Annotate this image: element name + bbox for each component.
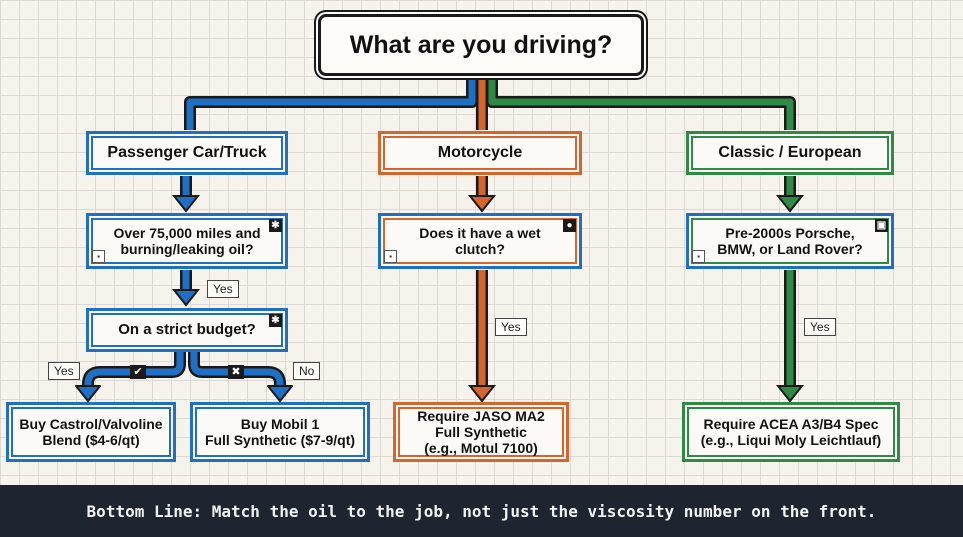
- question-clutch-text: Does it have a wet clutch?: [419, 225, 540, 257]
- connector-title-to-classic: [486, 76, 796, 130]
- page-title: What are you driving?: [349, 30, 613, 59]
- flowchart-connectors: [75, 76, 805, 403]
- question-mileage-box: Over 75,000 miles and burning/leaking oi…: [86, 213, 288, 269]
- engine-icon: ▣: [875, 219, 888, 232]
- category-motorcycle-label: Motorcycle: [437, 143, 523, 161]
- droplet-icon: ●: [563, 219, 576, 232]
- arrow-classic-to-euro: [775, 176, 805, 213]
- pin-icon: ▪: [384, 250, 397, 263]
- question-euro-line2: BMW, or Land Rover?: [717, 241, 863, 257]
- arrow-mileage-to-budget: [171, 270, 201, 307]
- question-euro-line1: Pre-2000s Porsche,: [725, 224, 855, 241]
- result-acea-text: Require ACEA A3/B4 Spec (e.g., Liqui Mol…: [701, 416, 881, 448]
- question-mileage-line1: Over 75,000 miles and: [113, 224, 261, 241]
- question-euro-text: Pre-2000s Porsche, BMW, or Land Rover?: [717, 225, 862, 257]
- category-passenger-label: Passenger Car/Truck: [107, 143, 267, 161]
- pin-icon: ▪: [92, 250, 105, 263]
- result-jaso-box: Require JASO MA2 Full Synthetic (e.g., M…: [393, 402, 569, 462]
- connector-title-to-passenger: [184, 76, 478, 130]
- x-icon: ✖: [228, 365, 244, 379]
- label-yes-clutch: Yes: [495, 318, 527, 336]
- result-jaso-line3: (e.g., Motul 7100): [424, 440, 538, 457]
- result-blend-line1: Buy Castrol/Valvoline: [19, 415, 163, 432]
- label-no-budget: No: [293, 362, 321, 380]
- label-yes-budget: Yes: [48, 362, 80, 380]
- result-jaso-line2: Full Synthetic: [435, 423, 527, 440]
- result-synthetic-line1: Buy Mobil 1: [240, 415, 320, 432]
- question-budget-box: On a strict budget? ✱: [86, 308, 288, 352]
- result-acea-line1: Require ACEA A3/B4 Spec: [703, 415, 879, 432]
- question-budget-text: On a strict budget?: [118, 321, 256, 339]
- label-yes-euro: Yes: [804, 318, 836, 336]
- label-yes-mileage: Yes: [207, 280, 239, 298]
- result-jaso-line1: Require JASO MA2: [417, 407, 545, 424]
- question-mileage-line2: burning/leaking oil?: [120, 241, 254, 257]
- result-blend-text: Buy Castrol/Valvoline Blend ($4-6/qt): [19, 416, 162, 448]
- bottom-line-text: Bottom Line: Match the oil to the job, n…: [86, 501, 877, 521]
- result-acea-box: Require ACEA A3/B4 Spec (e.g., Liqui Mol…: [682, 402, 900, 462]
- category-passenger-box: Passenger Car/Truck: [86, 131, 288, 175]
- question-mileage-text: Over 75,000 miles and burning/leaking oi…: [113, 225, 260, 257]
- question-clutch-line1: Does it have a wet: [419, 224, 541, 241]
- gear-icon: ✱: [269, 219, 282, 232]
- question-euro-box: Pre-2000s Porsche, BMW, or Land Rover? ▣…: [686, 213, 894, 269]
- result-synthetic-box: Buy Mobil 1 Full Synthetic ($7-9/qt): [190, 402, 370, 462]
- result-blend-box: Buy Castrol/Valvoline Blend ($4-6/qt): [6, 402, 176, 462]
- checkmark-icon: ✔: [130, 365, 146, 379]
- category-classic-box: Classic / European: [686, 131, 894, 175]
- arrow-motorcycle-to-clutch: [467, 176, 497, 213]
- arrow-budget-to-blend: [75, 352, 186, 402]
- result-synthetic-text: Buy Mobil 1 Full Synthetic ($7-9/qt): [205, 416, 355, 448]
- result-jaso-text: Require JASO MA2 Full Synthetic (e.g., M…: [417, 408, 545, 456]
- result-blend-line2: Blend ($4-6/qt): [42, 432, 140, 448]
- arrow-passenger-to-mileage: [171, 176, 201, 213]
- gear-icon: ✱: [269, 314, 282, 327]
- result-acea-line2: (e.g., Liqui Moly Leichtlauf): [700, 432, 882, 448]
- category-classic-label: Classic / European: [718, 143, 862, 161]
- bottom-line-banner: Bottom Line: Match the oil to the job, n…: [0, 485, 963, 537]
- question-clutch-line2: clutch?: [455, 241, 505, 257]
- pin-icon: ▪: [692, 250, 705, 263]
- arrow-clutch-to-jaso: [467, 270, 497, 403]
- arrow-euro-to-acea: [775, 270, 805, 403]
- result-synthetic-line2: Full Synthetic ($7-9/qt): [204, 432, 356, 448]
- title-box: What are you driving?: [318, 14, 644, 76]
- question-clutch-box: Does it have a wet clutch? ● ▪: [378, 213, 582, 269]
- category-motorcycle-box: Motorcycle: [378, 131, 582, 175]
